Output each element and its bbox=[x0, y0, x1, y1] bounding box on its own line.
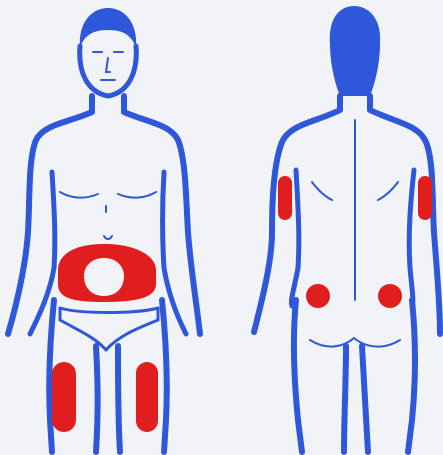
abdomen-injection-site bbox=[58, 244, 156, 302]
front-face bbox=[93, 52, 123, 80]
front-hair bbox=[80, 8, 136, 48]
left-buttock-injection-site bbox=[306, 284, 330, 308]
front-figure bbox=[8, 8, 200, 452]
front-underwear bbox=[60, 308, 158, 350]
back-figure bbox=[254, 6, 440, 452]
front-chest-lines bbox=[60, 192, 156, 239]
right-upper-arm-injection-site bbox=[418, 176, 432, 220]
left-thigh-injection-site bbox=[52, 362, 76, 432]
back-detail-lines bbox=[310, 120, 400, 347]
back-legs bbox=[294, 300, 415, 452]
right-thigh-injection-site bbox=[136, 362, 158, 432]
right-buttock-injection-site bbox=[378, 284, 402, 308]
left-upper-arm-injection-site bbox=[278, 176, 292, 220]
back-head bbox=[330, 6, 380, 96]
